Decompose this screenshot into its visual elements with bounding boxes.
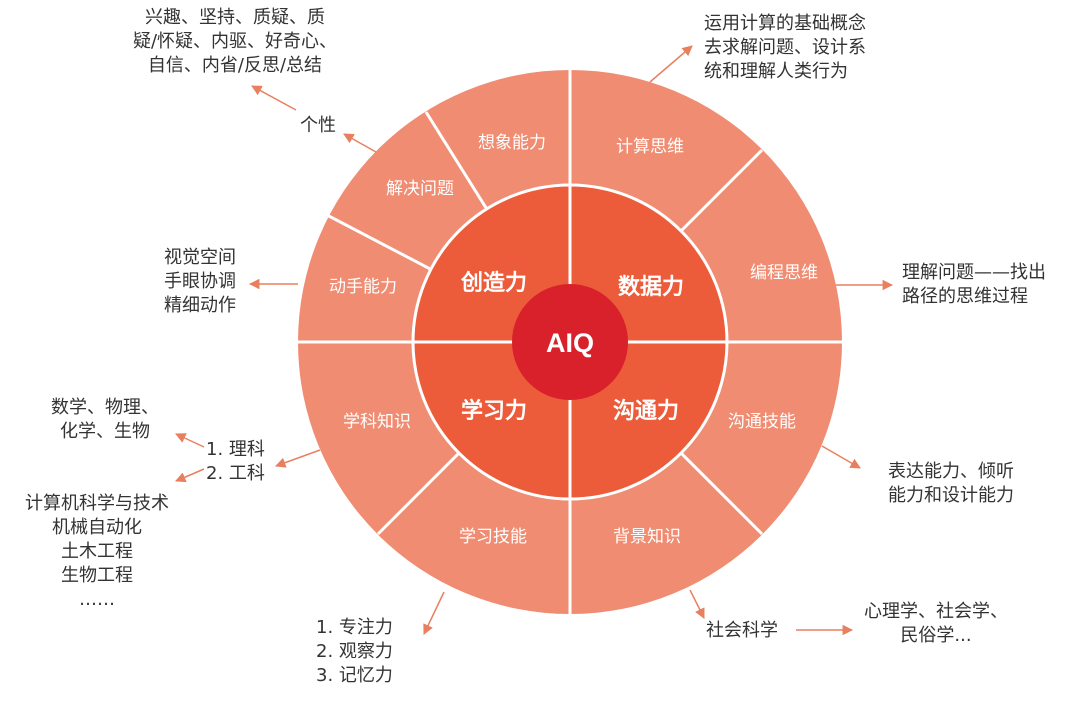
visual-desc: 视觉空间 手眼协调 精细动作: [150, 246, 250, 318]
arrow-subject: [275, 449, 321, 468]
segment-hands-on: 动手能力: [329, 277, 397, 297]
segment-problem-solving: 解决问题: [386, 179, 454, 199]
social-fields-line: 民俗学...: [900, 625, 972, 646]
engineering-line: ……: [79, 589, 115, 610]
computational-line: 去求解问题、设计系: [704, 37, 866, 58]
traits-line: 疑/怀疑、内驱、好奇心、: [132, 31, 338, 52]
learn-item: 1. 专注力: [316, 617, 393, 638]
core-communication: 沟通力: [613, 398, 679, 424]
programming-line: 理解问题——找出: [902, 262, 1046, 283]
visual-line: 视觉空间: [164, 247, 236, 268]
segment-background: 背景知识: [613, 527, 681, 547]
traits-text: 兴趣、坚持、质疑、质 疑/怀疑、内驱、好奇心、 自信、内省/反思/总结: [100, 6, 370, 78]
engineering-line: 土木工程: [61, 541, 133, 562]
comm-desc: 表达能力、倾听 能力和设计能力: [888, 460, 1068, 508]
engineering-line: 机械自动化: [52, 517, 142, 538]
segment-imagination: 想象能力: [478, 133, 546, 153]
arrow-engineering: [175, 468, 205, 483]
visual-line: 精细动作: [164, 295, 236, 316]
arrow-personality-to-traits: [251, 85, 297, 111]
traits-line: 自信、内省/反思/总结: [147, 55, 323, 76]
arrow-problem-to-personality: [343, 133, 377, 153]
subject-list: 1. 理科 2. 工科: [206, 438, 265, 486]
engineering-line: 生物工程: [61, 565, 133, 586]
arrow-learn-skill: [423, 591, 445, 635]
center-label: AIQ: [546, 328, 594, 358]
science-line: 化学、生物: [60, 421, 150, 442]
arrow-comm-skill: [821, 445, 861, 469]
science-line: 数学、物理、: [51, 397, 159, 418]
comm-line: 表达能力、倾听: [888, 461, 1014, 482]
engineering-line: 计算机科学与技术: [25, 493, 169, 514]
arrow-background: [689, 589, 705, 619]
subject-item: 1. 理科: [206, 439, 265, 460]
core-learning: 学习力: [461, 398, 527, 424]
learn-item: 2. 观察力: [316, 641, 393, 662]
traits-line: 兴趣、坚持、质疑、质: [145, 7, 325, 28]
arrow-science: [175, 433, 205, 448]
engineering-desc: 计算机科学与技术 机械自动化 土木工程 生物工程 ……: [8, 492, 186, 612]
segment-subject: 学科知识: [343, 412, 411, 432]
computational-desc: 运用计算的基础概念 去求解问题、设计系 统和理解人类行为: [704, 12, 924, 84]
subject-item: 2. 工科: [206, 463, 265, 484]
programming-desc: 理解问题——找出 路径的思维过程: [902, 261, 1072, 309]
programming-line: 路径的思维过程: [902, 286, 1028, 307]
computational-line: 统和理解人类行为: [704, 61, 848, 82]
segment-programming: 编程思维: [750, 263, 818, 283]
segment-learn-skill: 学习技能: [459, 527, 527, 547]
arrows: [175, 45, 894, 636]
learn-item: 3. 记忆力: [316, 665, 393, 686]
visual-line: 手眼协调: [164, 271, 236, 292]
social-science-label: 社会科学: [706, 620, 778, 641]
arrow-computational: [649, 45, 693, 83]
personality-label: 个性: [300, 115, 336, 136]
learn-skill-list: 1. 专注力 2. 观察力 3. 记忆力: [316, 616, 393, 688]
science-desc: 数学、物理、 化学、生物: [30, 396, 180, 444]
core-creativity: 创造力: [460, 271, 527, 296]
social-fields-desc: 心理学、社会学、 民俗学...: [846, 600, 1026, 648]
social-fields-line: 心理学、社会学、: [864, 601, 1008, 622]
segment-computational: 计算思维: [616, 137, 684, 157]
comm-line: 能力和设计能力: [888, 485, 1014, 506]
core-data: 数据力: [618, 274, 684, 300]
computational-line: 运用计算的基础概念: [704, 13, 866, 34]
center-circle: [512, 284, 628, 400]
segment-comm-skill: 沟通技能: [728, 412, 796, 432]
